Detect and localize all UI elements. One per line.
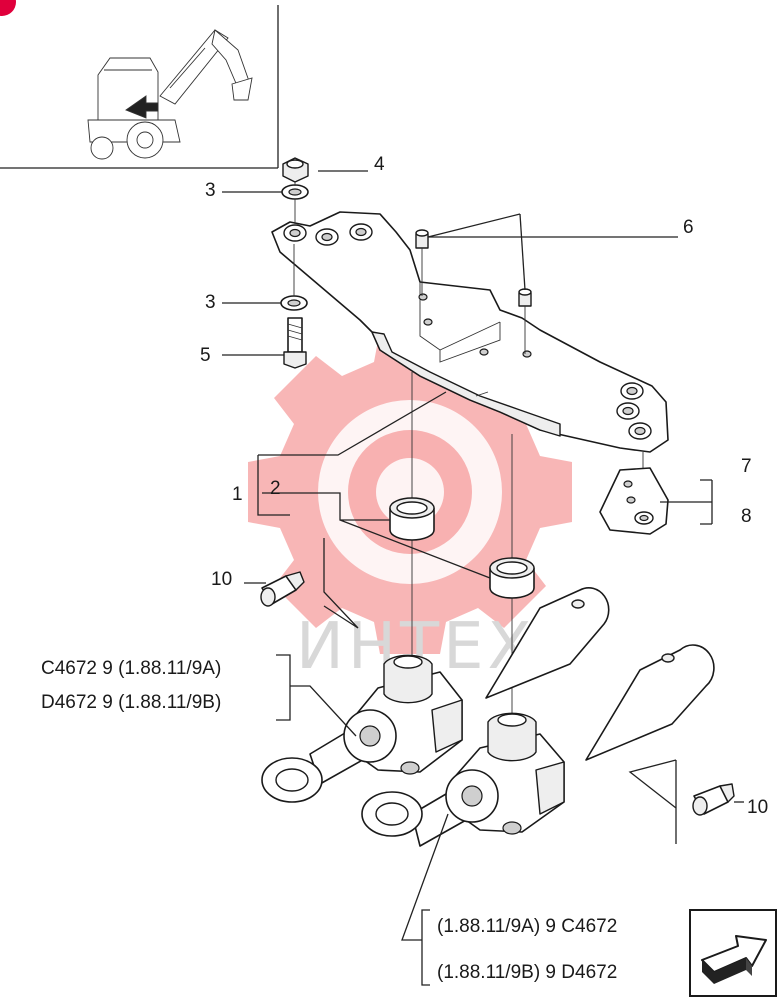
assembly-direction-marks bbox=[323, 538, 677, 844]
corner-badge bbox=[0, 0, 16, 16]
reference-left-1: C4672 9 (1.88.11/9A) bbox=[41, 658, 221, 679]
callout-3-lower: 3 bbox=[205, 292, 216, 313]
bolt bbox=[283, 317, 307, 369]
hydraulic-cylinder-a bbox=[261, 587, 610, 803]
bushing-lower bbox=[489, 557, 535, 599]
callout-5: 5 bbox=[200, 345, 211, 366]
lower-washer bbox=[280, 295, 308, 311]
reference-bottom-2: (1.88.11/9B) 9 D4672 bbox=[437, 962, 617, 983]
callout-8: 8 bbox=[741, 506, 752, 527]
callout-4: 4 bbox=[374, 154, 385, 175]
reference-left-2: D4672 9 (1.88.11/9B) bbox=[41, 692, 221, 713]
callout-10-right: 10 bbox=[747, 797, 768, 818]
callout-7: 7 bbox=[741, 456, 752, 477]
leader-lines bbox=[222, 170, 744, 986]
callout-1: 1 bbox=[232, 484, 243, 505]
callout-6: 6 bbox=[683, 217, 694, 238]
shim-plate bbox=[599, 467, 669, 535]
plug-left bbox=[260, 571, 305, 607]
callout-3-upper: 3 bbox=[205, 180, 216, 201]
bushing-upper bbox=[389, 497, 435, 541]
plug-right bbox=[692, 783, 735, 816]
callout-2: 2 bbox=[270, 478, 281, 499]
machine-thumbnail-icon bbox=[0, 5, 279, 169]
grease-fitting bbox=[415, 229, 532, 307]
mounting-bracket bbox=[271, 211, 669, 453]
upper-washer bbox=[281, 184, 309, 200]
assembly-axis-lines bbox=[293, 182, 644, 714]
hydraulic-cylinder-b bbox=[361, 644, 715, 847]
reference-bottom-1: (1.88.11/9A) 9 C4672 bbox=[437, 916, 617, 937]
nut bbox=[282, 157, 309, 183]
callout-10-left: 10 bbox=[211, 569, 232, 590]
next-page-arrow-icon[interactable] bbox=[689, 909, 777, 997]
